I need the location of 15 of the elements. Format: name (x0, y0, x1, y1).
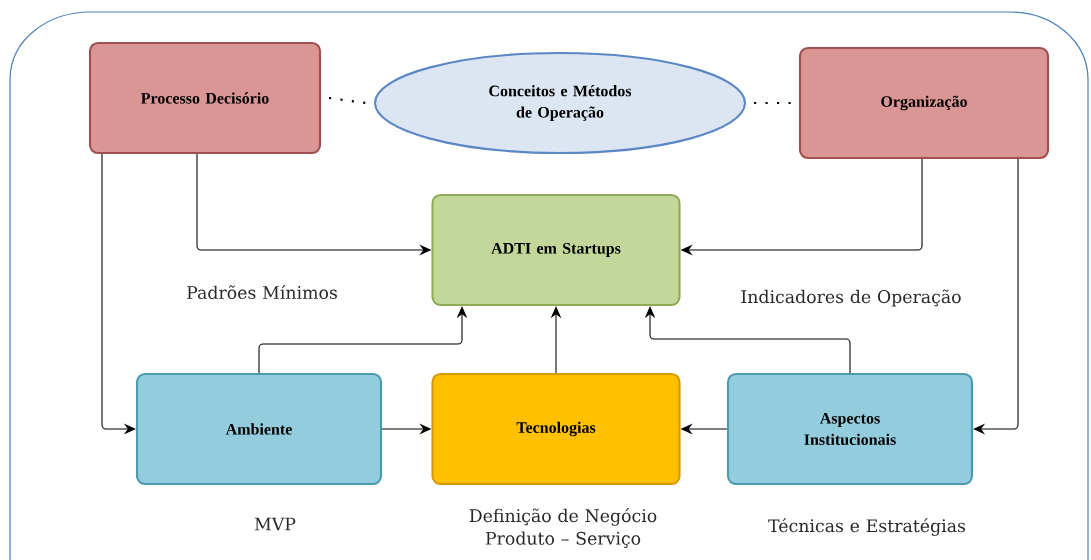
caption-text: Técnicas e Estratégias (768, 518, 966, 536)
caption-text: Indicadores de Operação (741, 289, 961, 307)
process-box: Ambiente (135, 372, 383, 486)
process-box: Organização (798, 46, 1050, 160)
process-box: Tecnologias (431, 372, 681, 486)
arrow (973, 158, 1019, 435)
dotted-line (754, 101, 791, 105)
caption-text: MVP (254, 517, 296, 531)
process-box: ADTI em Startups (431, 193, 681, 307)
caption-text: Definição de Negócio Produto – Serviço (469, 508, 657, 548)
caption-text: Padrões Mínimos (187, 284, 337, 300)
process-box: Aspectos Institucionais (726, 372, 974, 486)
process-box: Processo Decisório (88, 41, 322, 155)
arrow (644, 306, 851, 374)
dotted-line (328, 96, 367, 105)
